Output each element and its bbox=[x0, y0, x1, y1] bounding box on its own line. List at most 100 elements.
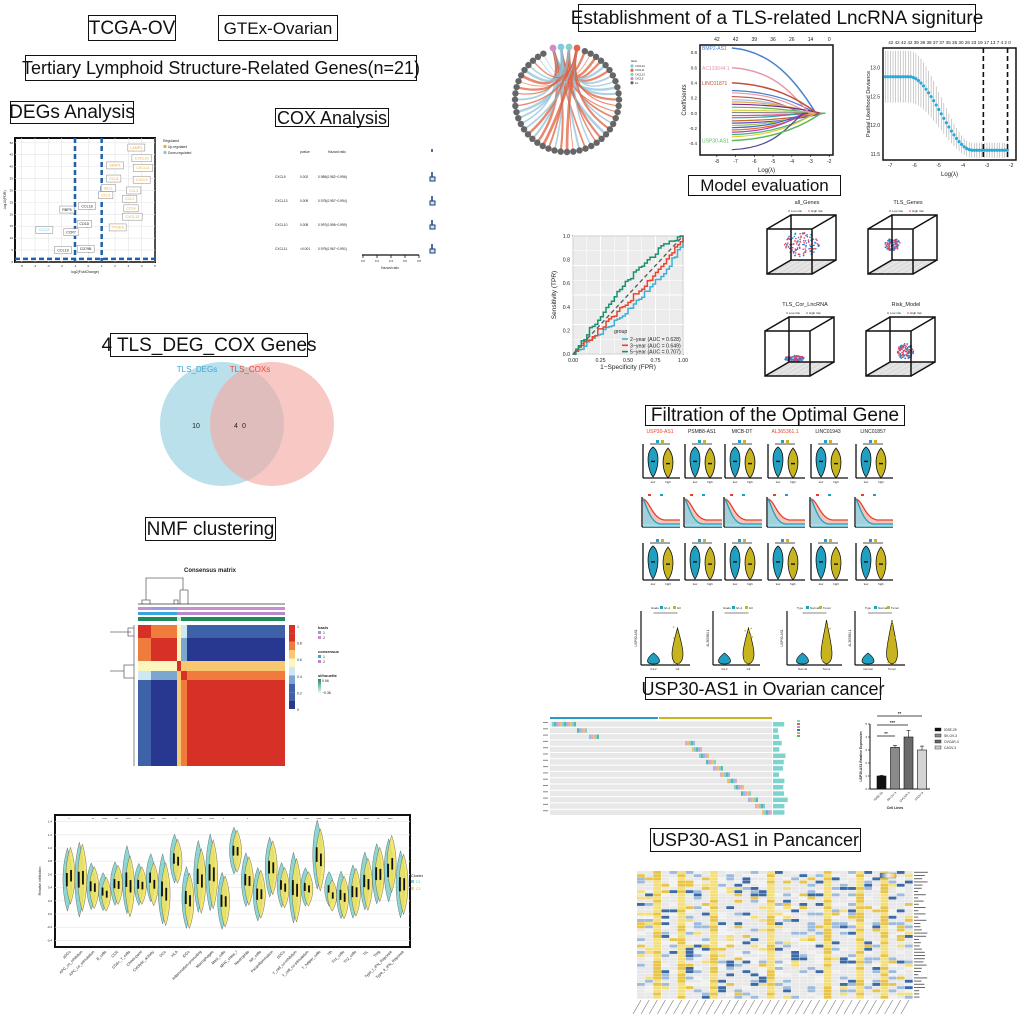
gene-label: CCL4 bbox=[126, 207, 135, 211]
heatmap-cell bbox=[685, 951, 694, 954]
heatmap-cell bbox=[880, 915, 889, 919]
sample-point bbox=[829, 646, 831, 649]
lncrna-node bbox=[511, 96, 519, 103]
legend-high-risk: High risk bbox=[912, 209, 924, 213]
sample-point bbox=[812, 238, 815, 240]
heatmap-cell bbox=[766, 941, 775, 945]
sample-point bbox=[673, 637, 675, 639]
heatmap-cell bbox=[677, 992, 686, 996]
heatmap-cell bbox=[839, 954, 848, 958]
alteration-cell bbox=[724, 772, 726, 777]
sample-point bbox=[785, 247, 787, 249]
heatmap-cell bbox=[872, 951, 881, 954]
box-c2 bbox=[93, 883, 96, 892]
heatmap-cell bbox=[726, 954, 735, 958]
heatmap-cell bbox=[783, 967, 791, 970]
box-c2 bbox=[129, 880, 132, 893]
alteration-cell bbox=[752, 797, 754, 803]
heatmap-cell bbox=[864, 874, 873, 878]
significance-mark: · bbox=[271, 817, 272, 821]
heatmap-cell bbox=[766, 979, 775, 983]
floor-grid bbox=[787, 361, 812, 377]
sample-point bbox=[788, 235, 790, 238]
basis-track bbox=[138, 607, 151, 610]
gene-label-box bbox=[123, 204, 139, 213]
heatmap-cell bbox=[742, 896, 751, 900]
sample-point bbox=[886, 243, 889, 246]
heatmap-cell bbox=[783, 871, 791, 874]
heatmap-cell bbox=[831, 941, 840, 945]
heatmap-cell bbox=[677, 893, 686, 897]
heatmap-cell bbox=[701, 871, 710, 874]
alteration-cell bbox=[715, 766, 717, 771]
heatmap-cell bbox=[880, 957, 889, 961]
heatmap-cell bbox=[904, 970, 913, 974]
heatmap-cell bbox=[872, 992, 881, 996]
legend-label: 3−year (AUC = 0.649) bbox=[630, 343, 681, 349]
heatmap-cell bbox=[823, 928, 832, 932]
bar-sk-ov-3 bbox=[890, 747, 900, 790]
heatmap-cell bbox=[726, 989, 735, 993]
heatmap-cell bbox=[831, 967, 840, 970]
legend-dot bbox=[909, 210, 911, 212]
heatmap-cell bbox=[880, 995, 889, 999]
consensus-track bbox=[177, 612, 285, 615]
heatmap-cell bbox=[693, 989, 702, 993]
heatmap-cell bbox=[669, 947, 678, 951]
alteration-cell bbox=[727, 778, 729, 784]
sample-point bbox=[804, 240, 807, 242]
high-risk-curve bbox=[855, 498, 893, 521]
forest-xlabel: Hazard ratio bbox=[381, 266, 399, 270]
heatmap-cell bbox=[726, 925, 735, 929]
x-tick-label: 4 bbox=[141, 264, 143, 268]
heatmap-cell bbox=[726, 976, 735, 980]
heatmap-cell bbox=[815, 883, 824, 887]
heatmap-cell bbox=[896, 957, 905, 961]
gene-label: CCL21 bbox=[39, 228, 50, 232]
heatmap-cell bbox=[669, 967, 678, 970]
heatmap-cell bbox=[775, 874, 783, 878]
heatmap-cell bbox=[799, 896, 808, 900]
sample-point bbox=[889, 238, 892, 241]
x-tick-label: SK-OV-3 bbox=[886, 791, 897, 802]
heatmap-cell bbox=[637, 960, 645, 964]
heatmap-cell bbox=[896, 970, 905, 974]
heatmap-cell bbox=[645, 887, 653, 890]
heatmap-cell bbox=[880, 880, 889, 884]
heatmap-cell bbox=[775, 896, 783, 900]
heatmap-cell bbox=[750, 963, 759, 967]
x-tick-label: 2 bbox=[114, 264, 116, 268]
box-c2 bbox=[189, 895, 191, 907]
heatmap-cell bbox=[726, 935, 735, 938]
heatmap-cell bbox=[831, 890, 840, 894]
box-c2 bbox=[70, 869, 72, 882]
legend-swatch bbox=[934, 733, 942, 738]
heatmap-cell bbox=[896, 986, 905, 990]
survival-curve-panel bbox=[723, 494, 762, 528]
row-label-mark bbox=[914, 932, 928, 934]
heatmap-cell bbox=[710, 919, 718, 922]
heatmap-cell bbox=[718, 874, 726, 878]
heatmap-cell bbox=[856, 963, 864, 967]
heatmap-cell bbox=[872, 871, 881, 874]
deviance-point bbox=[959, 142, 964, 146]
heatmap-cell bbox=[783, 922, 791, 926]
basis-track bbox=[177, 607, 285, 610]
median-bar bbox=[834, 563, 838, 565]
alteration-cell bbox=[585, 728, 587, 733]
heatmap-cell bbox=[701, 880, 710, 884]
heatmap-cell bbox=[799, 912, 808, 916]
x-tick-label: 5 bbox=[154, 264, 156, 268]
significance-label: ** bbox=[898, 711, 902, 716]
network-legend-label: CXCL11 bbox=[635, 68, 645, 72]
heatmap-cell bbox=[653, 874, 661, 878]
heatmap-cell bbox=[799, 919, 808, 922]
significance-mark: · bbox=[235, 817, 236, 821]
heatmap-cell bbox=[693, 992, 702, 996]
cluster-bar-low bbox=[550, 717, 658, 719]
heatmap-cell bbox=[758, 896, 767, 900]
heatmap-cell bbox=[726, 986, 735, 990]
heatmap-cell bbox=[661, 989, 670, 993]
heatmap-cell bbox=[661, 909, 670, 913]
